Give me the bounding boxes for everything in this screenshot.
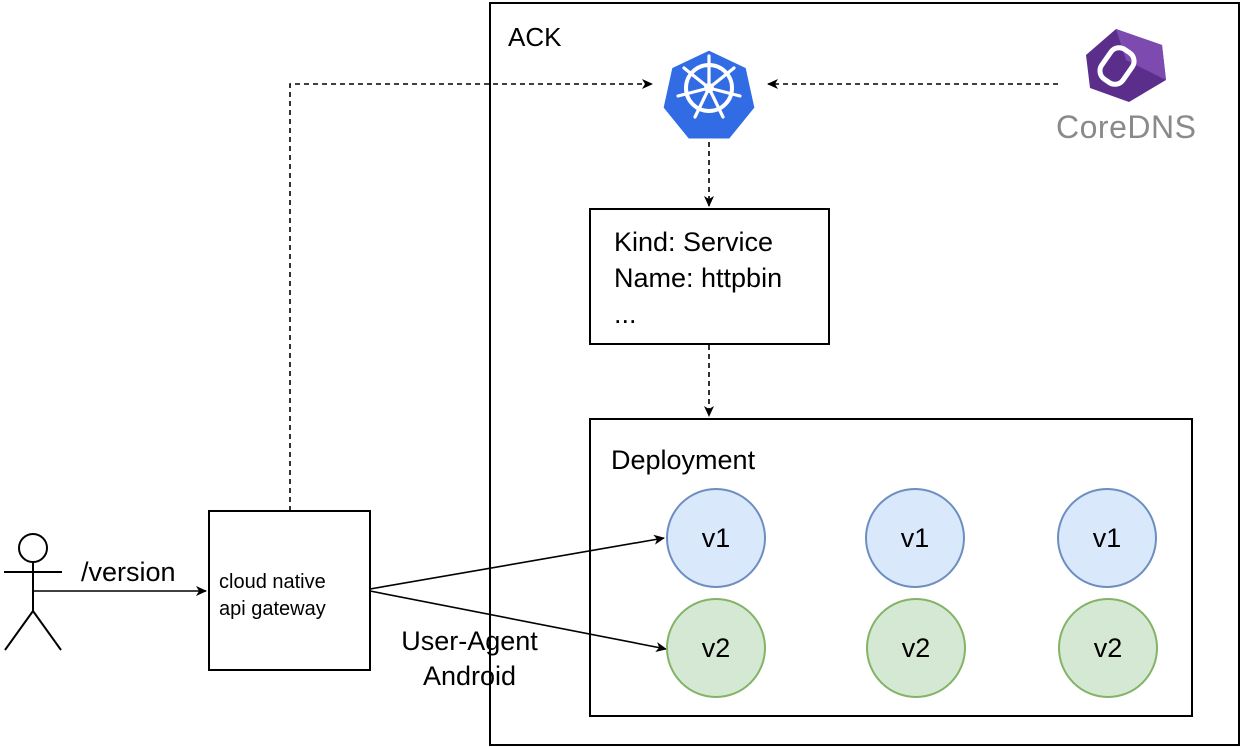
kubernetes-helm-icon <box>660 47 758 142</box>
pod-v2: v2 <box>1058 598 1158 698</box>
service-ellipsis-line: ... <box>614 299 637 329</box>
pod-v2: v2 <box>866 598 966 698</box>
deployment-label: Deployment <box>611 445 756 475</box>
coredns-label: CoreDNS <box>1056 109 1197 145</box>
pod-v1: v1 <box>666 488 766 588</box>
route-rule-header: User-Agent <box>401 626 538 656</box>
request-path-label: /version <box>81 557 176 587</box>
gateway-to-v2-arrow <box>369 590 667 652</box>
gateway-label-line: cloud native <box>219 571 326 593</box>
ack-cluster-box <box>489 2 1240 746</box>
service-box <box>589 208 830 345</box>
pod-v2: v2 <box>666 598 766 698</box>
service-kind-line: Kind: Service <box>614 227 774 257</box>
service-definition: Kind: Service Name: httpbin ... <box>614 224 782 332</box>
route-rule-value: Android <box>422 661 517 691</box>
gateway-to-k8s-arrow <box>289 79 653 511</box>
pod-v1: v1 <box>1057 488 1157 588</box>
route-rule-label: User-Agent Android <box>392 624 547 694</box>
gateway-label-line: api gateway <box>219 598 326 620</box>
coredns-logo <box>1086 29 1166 102</box>
service-name-line: Name: httpbin <box>614 263 783 293</box>
user-icon <box>4 533 62 651</box>
ack-cluster-label: ACK <box>508 22 562 52</box>
gateway-to-v1-arrow <box>369 534 665 590</box>
pod-v1: v1 <box>865 488 965 588</box>
gateway-label: cloud native api gateway <box>219 569 326 623</box>
